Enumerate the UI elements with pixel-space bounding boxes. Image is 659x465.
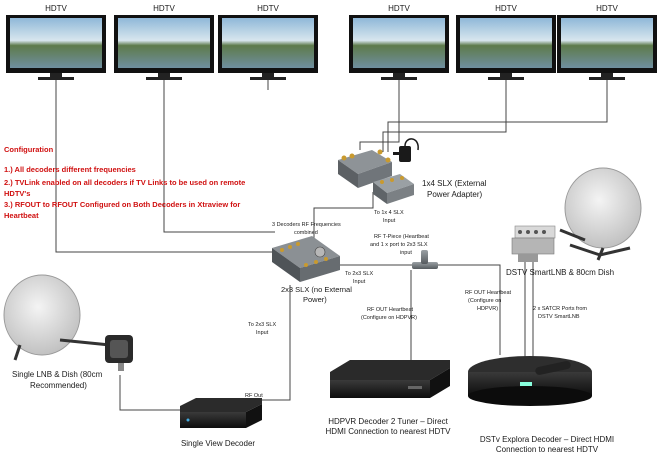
single-lnb-label-2: Recommended) [30, 381, 87, 390]
three-decoders-label-2: combined [294, 230, 318, 236]
single-lnb-dish [3, 274, 133, 371]
configuration-notes: Configuration 1.) All decoders different… [4, 145, 245, 220]
single-view-decoder [180, 398, 262, 428]
rf-out-heartbeat-b-1: RF OUT Heartbeat [465, 290, 512, 296]
rf-t-piece [412, 250, 438, 269]
three-decoders-label-1: 3 Decoders RF Frequencies [272, 222, 341, 228]
explora-label-2: Connection to nearest HDTV [496, 445, 599, 454]
to-2x3-slx-a-label-1: To 2x3 SLX [345, 271, 373, 277]
tv-label: HDTV [257, 4, 279, 13]
smartlnb-dish [511, 167, 642, 262]
config-title: Configuration [4, 145, 54, 154]
single-lnb-label-1: Single LNB & Dish (80cm [12, 370, 103, 379]
rf-out-heartbeat-b-3: HDPVR) [477, 306, 498, 312]
config-line-4: 3.) RFOUT to RFOUT Configured on Both De… [4, 200, 240, 209]
power-adapter [393, 138, 419, 162]
slx-1x4-label-1: 1x4 SLX (External [422, 179, 487, 188]
to-2x3-slx-b-label-1: To 2x3 SLX [248, 322, 276, 328]
satcr-ports-label-2: DSTV SmartLNB [538, 314, 580, 320]
tv-label: HDTV [388, 4, 410, 13]
slx-2x3-multiswitch [272, 236, 340, 282]
config-line-2: 2.) TVLink enabled on all decoders if TV… [4, 178, 245, 187]
tv-2: HDTV [114, 4, 214, 80]
config-line-1: 1.) All decoders different frequencies [4, 165, 136, 174]
rf-out-heartbeat-a-2: (Configure on HDPVR) [361, 315, 417, 321]
to-2x3-slx-b-label-2: Input [256, 330, 269, 336]
hdpvr-decoder [330, 360, 450, 398]
rf-out-label: RF Out [245, 393, 263, 399]
rf-out-heartbeat-b-2: (Configure on [468, 298, 501, 304]
config-line-5: Heartbeat [4, 211, 39, 220]
rf-out-heartbeat-a-1: RF OUT Heartbeat [367, 307, 414, 313]
tv-label: HDTV [45, 4, 67, 13]
slx-1x4-label-2: Power Adapter) [427, 190, 482, 199]
to-1x4-slx-label-2: Input [383, 218, 396, 224]
tv-6: HDTV [557, 4, 657, 80]
tv-1: HDTV [6, 4, 106, 80]
t-piece-label-3: input [400, 250, 412, 256]
slx-2x3-label-1: 2x3 SLX (no External [281, 285, 352, 294]
tv-label: HDTV [596, 4, 618, 13]
explora-decoder [468, 356, 592, 406]
tv-5: HDTV [456, 4, 556, 80]
slx-2x3-label-2: Power) [303, 295, 327, 304]
tv-label: HDTV [153, 4, 175, 13]
to-1x4-slx-label-1: To 1x 4 SLX [374, 210, 404, 216]
hdpvr-label-2: HDMI Connection to nearest HDTV [326, 427, 452, 436]
t-piece-label-2: and 1 x port to 2x3 SLX [370, 242, 428, 248]
tv-label: HDTV [495, 4, 517, 13]
config-line-3: HDTV's [4, 189, 30, 198]
tv-4: HDTV [349, 4, 449, 80]
explora-label-1: DSTv Explora Decoder – Direct HDMI [480, 435, 614, 444]
t-piece-label-1: RF T-Piece (Heartbeat [374, 234, 429, 240]
hdpvr-label-1: HDPVR Decoder 2 Tuner – Direct [328, 417, 448, 426]
single-view-label: Single View Decoder [181, 439, 255, 448]
slx-1x4-splitter [338, 149, 392, 188]
slx-1x4-splitter-b [373, 174, 414, 204]
satcr-ports-label-1: 2 x SATCR Ports from [533, 306, 587, 312]
cable-lines [55, 80, 608, 411]
tv-3: HDTV [218, 4, 318, 80]
smartlnb-dish-label: DSTV SmartLNB & 80cm Dish [506, 268, 614, 277]
to-2x3-slx-a-label-2: Input [353, 279, 366, 285]
